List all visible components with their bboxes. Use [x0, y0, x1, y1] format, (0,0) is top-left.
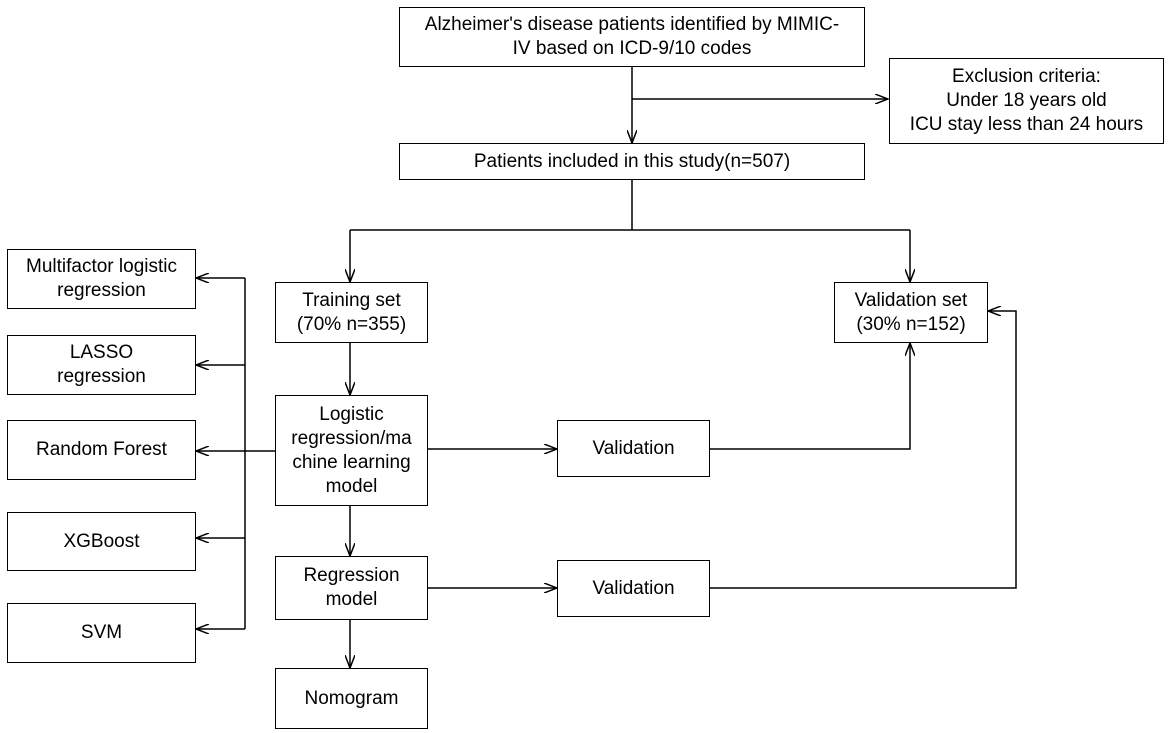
validation-box-1: Validation [557, 420, 710, 477]
validation-set-box: Validation set(30% n=152) [834, 282, 988, 343]
identified-patients-box: Alzheimer's disease patients identified … [399, 7, 865, 67]
included-patients-box: Patients included in this study(n=507) [399, 143, 865, 180]
training-set-box: Training set(70% n=355) [275, 282, 428, 343]
arrow-validation2-to-set [710, 311, 1017, 589]
xgboost-box: XGBoost [7, 512, 196, 571]
nomogram-box: Nomogram [275, 668, 428, 729]
svm-box: SVM [7, 603, 196, 663]
arrow-validation-to-set [710, 343, 910, 450]
validation-box-2: Validation [557, 560, 710, 617]
random-forest-box: Random Forest [7, 420, 196, 480]
